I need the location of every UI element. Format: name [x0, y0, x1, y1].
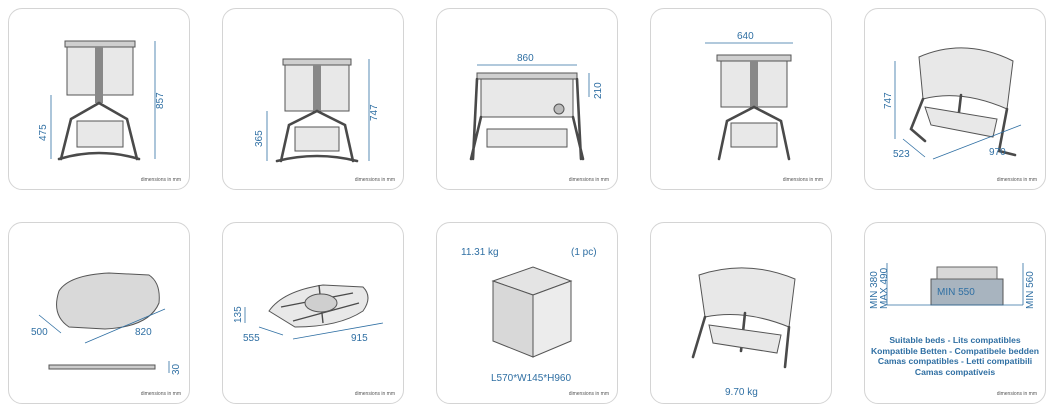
- crib-front-low-drawing: 365 747: [254, 58, 380, 163]
- dim-label: 523: [893, 149, 910, 160]
- dimensions-note: dimensions in mm: [354, 177, 395, 183]
- dimensions-note: dimensions in mm: [996, 177, 1037, 183]
- dim-label: 475: [38, 124, 49, 141]
- card-front-width: 640 dimensions in mm: [650, 8, 832, 190]
- dimensions-note: dimensions in mm: [140, 391, 181, 397]
- dimensions-note: dimensions in mm: [568, 177, 609, 183]
- package-weight: 11.31 kg: [461, 247, 499, 258]
- dim-label: MAX 490: [879, 267, 890, 309]
- dim-label: 747: [369, 104, 380, 121]
- crib-side-drawing: 860 210: [469, 53, 604, 161]
- dim-label: 555: [243, 333, 260, 344]
- dim-label: 365: [254, 130, 265, 147]
- dim-label: 135: [233, 306, 244, 323]
- beds-line: Camas compatibles - Letti compatibili: [877, 356, 1033, 366]
- dim-label: 30: [171, 363, 182, 375]
- card-product-weight: 9.70 kg: [650, 222, 832, 404]
- dim-label: 820: [135, 327, 152, 338]
- crib-front-width-drawing: 640: [705, 31, 793, 161]
- dim-label: MIN 550: [937, 287, 975, 298]
- dim-label: 640: [737, 31, 754, 42]
- dim-label: 857: [155, 92, 166, 109]
- dimensions-note: dimensions in mm: [354, 391, 395, 397]
- card-package: 11.31 kg (1 pc) L570*W145*H960 dimension…: [436, 222, 618, 404]
- beds-line: Suitable beds - Lits compatibles: [889, 335, 1021, 345]
- beds-line: Camas compatíveis: [914, 366, 996, 377]
- card-compatible-beds: MIN 380 MAX 490 MIN 560 MIN 550 Suitable…: [864, 222, 1046, 404]
- card-side-view: 860 210 dimensions in mm: [436, 8, 618, 190]
- package-size: L570*W145*H960: [491, 373, 571, 384]
- dim-label: MIN 380: [869, 271, 880, 309]
- card-front-view-high: 475 857 dimensions in mm: [8, 8, 190, 190]
- dim-label: 210: [593, 82, 604, 99]
- compatible-beds-text: Suitable beds - Lits compatibles Kompati…: [865, 335, 1045, 377]
- mattress-drawing: 500 820 30: [31, 272, 182, 375]
- dimensions-note: dimensions in mm: [996, 391, 1037, 397]
- dim-label: 915: [351, 333, 368, 344]
- crib-front-high-drawing: 475 857: [38, 40, 166, 161]
- package-count: (1 pc): [571, 247, 597, 258]
- package-box-drawing: 11.31 kg (1 pc) L570*W145*H960: [461, 247, 597, 384]
- dim-label: 860: [517, 53, 534, 64]
- beds-line: Kompatible Betten - Compatibele bedden: [870, 345, 1040, 356]
- card-folded: 135 555 915 dimensions in mm: [222, 222, 404, 404]
- dimensions-note: dimensions in mm: [782, 177, 823, 183]
- dimensions-note: dimensions in mm: [140, 177, 181, 183]
- card-mattress: 500 820 30 dimensions in mm: [8, 222, 190, 404]
- card-front-view-low: 365 747 dimensions in mm: [222, 8, 404, 190]
- folded-crib-drawing: 135 555 915: [233, 284, 384, 344]
- card-perspective: 747 523 970 dimensions in mm: [864, 8, 1046, 190]
- bed-heights-drawing: MIN 380 MAX 490 MIN 560 MIN 550: [869, 263, 1036, 309]
- dimensions-note: dimensions in mm: [568, 391, 609, 397]
- dim-label: 500: [31, 327, 48, 338]
- product-weight: 9.70 kg: [725, 387, 758, 398]
- dim-label: 970: [989, 147, 1006, 158]
- crib-weight-drawing: 9.70 kg: [691, 267, 796, 398]
- crib-perspective-drawing: 747 523 970: [883, 47, 1022, 160]
- dim-label: 747: [883, 92, 894, 109]
- dim-label: MIN 560: [1025, 271, 1036, 309]
